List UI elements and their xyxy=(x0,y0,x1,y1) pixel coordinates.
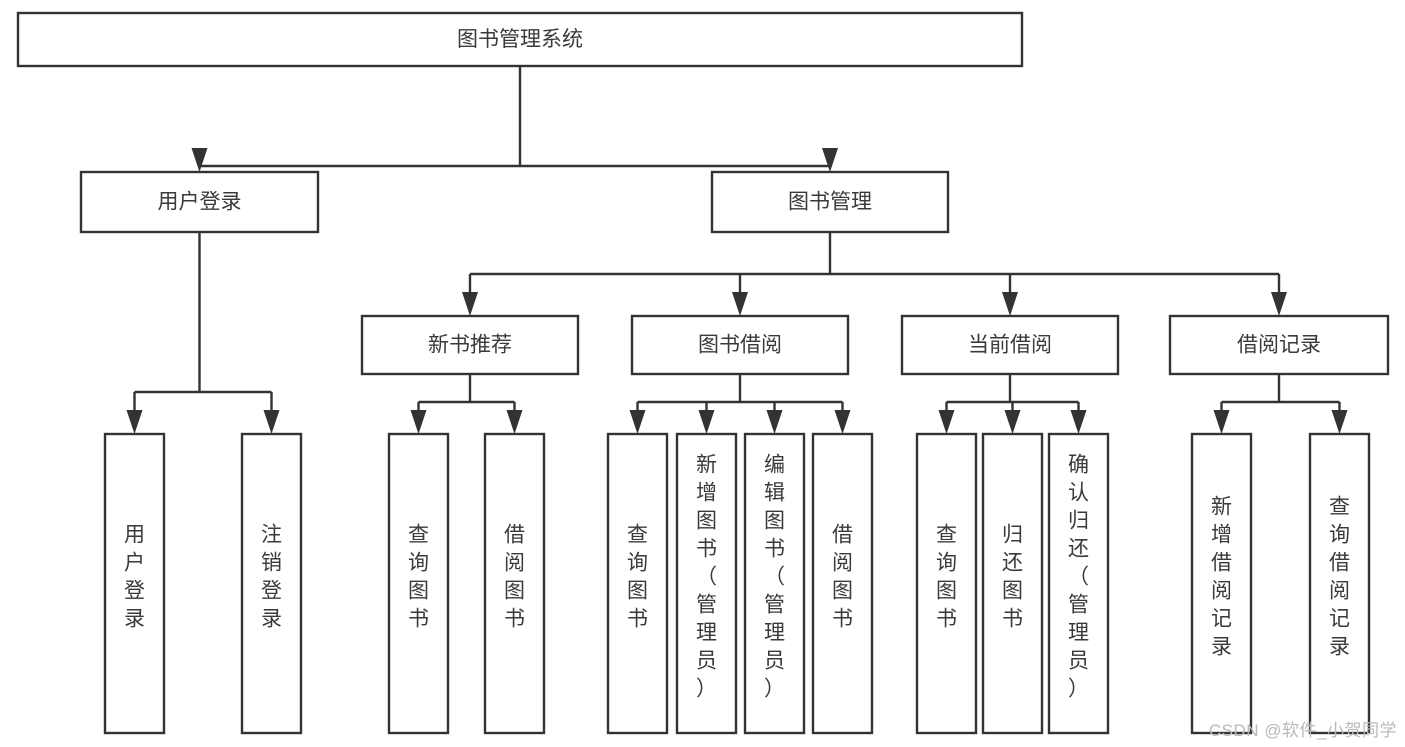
arrow-head-leaf-add-book xyxy=(698,410,715,434)
arrow-head-book-borrow xyxy=(732,292,748,316)
node-label-leaf-confirm-return: 确认归还（管理员） xyxy=(1068,454,1089,701)
node-box-book-manage xyxy=(710,170,950,234)
node-label-leaf-query-book-2: 查询图书 xyxy=(627,524,648,631)
node-label-leaf-add-record: 新增借阅记录 xyxy=(1211,496,1232,659)
node-label-leaf-query-book-3: 查询图书 xyxy=(936,524,957,631)
node-box-leaf-confirm-return xyxy=(1047,432,1110,735)
node-label-book-borrow: 图书借阅 xyxy=(698,334,782,357)
arrow-head-leaf-confirm-return xyxy=(1070,410,1087,434)
node-box-leaf-query-book-1 xyxy=(387,432,450,735)
node-leaf-query-book-3[interactable]: 查询图书 xyxy=(915,432,978,735)
node-book-manage[interactable]: 图书管理 xyxy=(710,170,950,234)
arrow-head-leaf-return-book xyxy=(1004,410,1021,434)
arrow-head-book-manage xyxy=(822,148,838,172)
arrow-head-leaf-user-login xyxy=(126,410,143,434)
node-borrow-record[interactable]: 借阅记录 xyxy=(1168,314,1390,376)
node-leaf-query-book-1[interactable]: 查询图书 xyxy=(387,432,450,735)
arrow-head-borrow-record xyxy=(1271,292,1287,316)
arrow-head-user-login xyxy=(191,148,208,172)
node-leaf-borrow-book-1[interactable]: 借阅图书 xyxy=(483,432,546,735)
arrow-head-new-book-rec xyxy=(462,292,478,316)
node-box-book-borrow xyxy=(630,314,850,376)
node-label-leaf-query-book-1: 查询图书 xyxy=(408,524,429,631)
arrow-head-leaf-query-book-2 xyxy=(629,410,646,434)
node-leaf-edit-book[interactable]: 编辑图书（管理员） xyxy=(743,432,806,735)
arrow-head-leaf-user-logout xyxy=(263,410,280,434)
node-box-leaf-edit-book xyxy=(743,432,806,735)
csdn-watermark: CSDN @软件_小贺同学 xyxy=(1208,721,1397,740)
node-box-leaf-user-login xyxy=(103,432,166,735)
node-leaf-return-book[interactable]: 归还图书 xyxy=(981,432,1044,735)
arrow-head-leaf-edit-book xyxy=(766,410,783,434)
node-label-leaf-borrow-book-1: 借阅图书 xyxy=(504,524,525,631)
arrow-head-leaf-borrow-book-1 xyxy=(506,410,523,434)
arrow-head-leaf-query-book-1 xyxy=(410,410,427,434)
node-book-borrow[interactable]: 图书借阅 xyxy=(630,314,850,376)
node-box-leaf-add-record xyxy=(1190,432,1253,735)
node-box-user-login xyxy=(79,170,320,234)
connector-layer xyxy=(126,66,1348,434)
node-label-root: 图书管理系统 xyxy=(457,28,583,51)
node-box-root xyxy=(16,11,1024,68)
node-label-user-login: 用户登录 xyxy=(158,191,242,214)
node-leaf-add-book[interactable]: 新增图书（管理员） xyxy=(675,432,738,735)
node-new-book-rec[interactable]: 新书推荐 xyxy=(360,314,580,376)
arrow-head-leaf-query-book-3 xyxy=(938,410,955,434)
node-box-borrow-record xyxy=(1168,314,1390,376)
node-box-leaf-query-record xyxy=(1308,432,1371,735)
node-box-leaf-borrow-book-2 xyxy=(811,432,874,735)
node-root[interactable]: 图书管理系统 xyxy=(16,11,1024,68)
node-leaf-query-record[interactable]: 查询借阅记录 xyxy=(1308,432,1371,735)
node-leaf-user-login[interactable]: 用户登录 xyxy=(103,432,166,735)
node-box-leaf-user-logout xyxy=(240,432,303,735)
node-label-leaf-query-record: 查询借阅记录 xyxy=(1329,496,1350,659)
node-label-leaf-user-logout: 注销登录 xyxy=(261,524,282,631)
node-box-leaf-query-book-3 xyxy=(915,432,978,735)
node-label-leaf-borrow-book-2: 借阅图书 xyxy=(832,524,853,631)
node-box-leaf-add-book xyxy=(675,432,738,735)
node-leaf-borrow-book-2[interactable]: 借阅图书 xyxy=(811,432,874,735)
node-box-new-book-rec xyxy=(360,314,580,376)
arrow-head-current-borrow xyxy=(1002,292,1018,316)
node-label-current-borrow: 当前借阅 xyxy=(968,334,1052,357)
node-current-borrow[interactable]: 当前借阅 xyxy=(900,314,1120,376)
node-layer: 图书管理系统用户登录图书管理新书推荐图书借阅当前借阅借阅记录用户登录注销登录查询… xyxy=(16,11,1390,735)
node-leaf-add-record[interactable]: 新增借阅记录 xyxy=(1190,432,1253,735)
node-label-leaf-add-book: 新增图书（管理员） xyxy=(696,454,717,701)
node-label-borrow-record: 借阅记录 xyxy=(1237,334,1321,357)
node-user-login[interactable]: 用户登录 xyxy=(79,170,320,234)
node-leaf-query-book-2[interactable]: 查询图书 xyxy=(606,432,669,735)
node-leaf-confirm-return[interactable]: 确认归还（管理员） xyxy=(1047,432,1110,735)
node-label-leaf-return-book: 归还图书 xyxy=(1002,524,1023,631)
node-label-leaf-user-login: 用户登录 xyxy=(124,524,145,631)
node-box-leaf-query-book-2 xyxy=(606,432,669,735)
arrow-head-leaf-borrow-book-2 xyxy=(834,410,851,434)
node-leaf-user-logout[interactable]: 注销登录 xyxy=(240,432,303,735)
node-label-book-manage: 图书管理 xyxy=(788,191,872,214)
node-box-leaf-borrow-book-1 xyxy=(483,432,546,735)
arrow-head-leaf-add-record xyxy=(1213,410,1230,434)
arrow-head-leaf-query-record xyxy=(1331,410,1348,434)
node-box-current-borrow xyxy=(900,314,1120,376)
node-label-leaf-edit-book: 编辑图书（管理员） xyxy=(764,454,785,701)
node-box-leaf-return-book xyxy=(981,432,1044,735)
node-label-new-book-rec: 新书推荐 xyxy=(428,334,512,357)
